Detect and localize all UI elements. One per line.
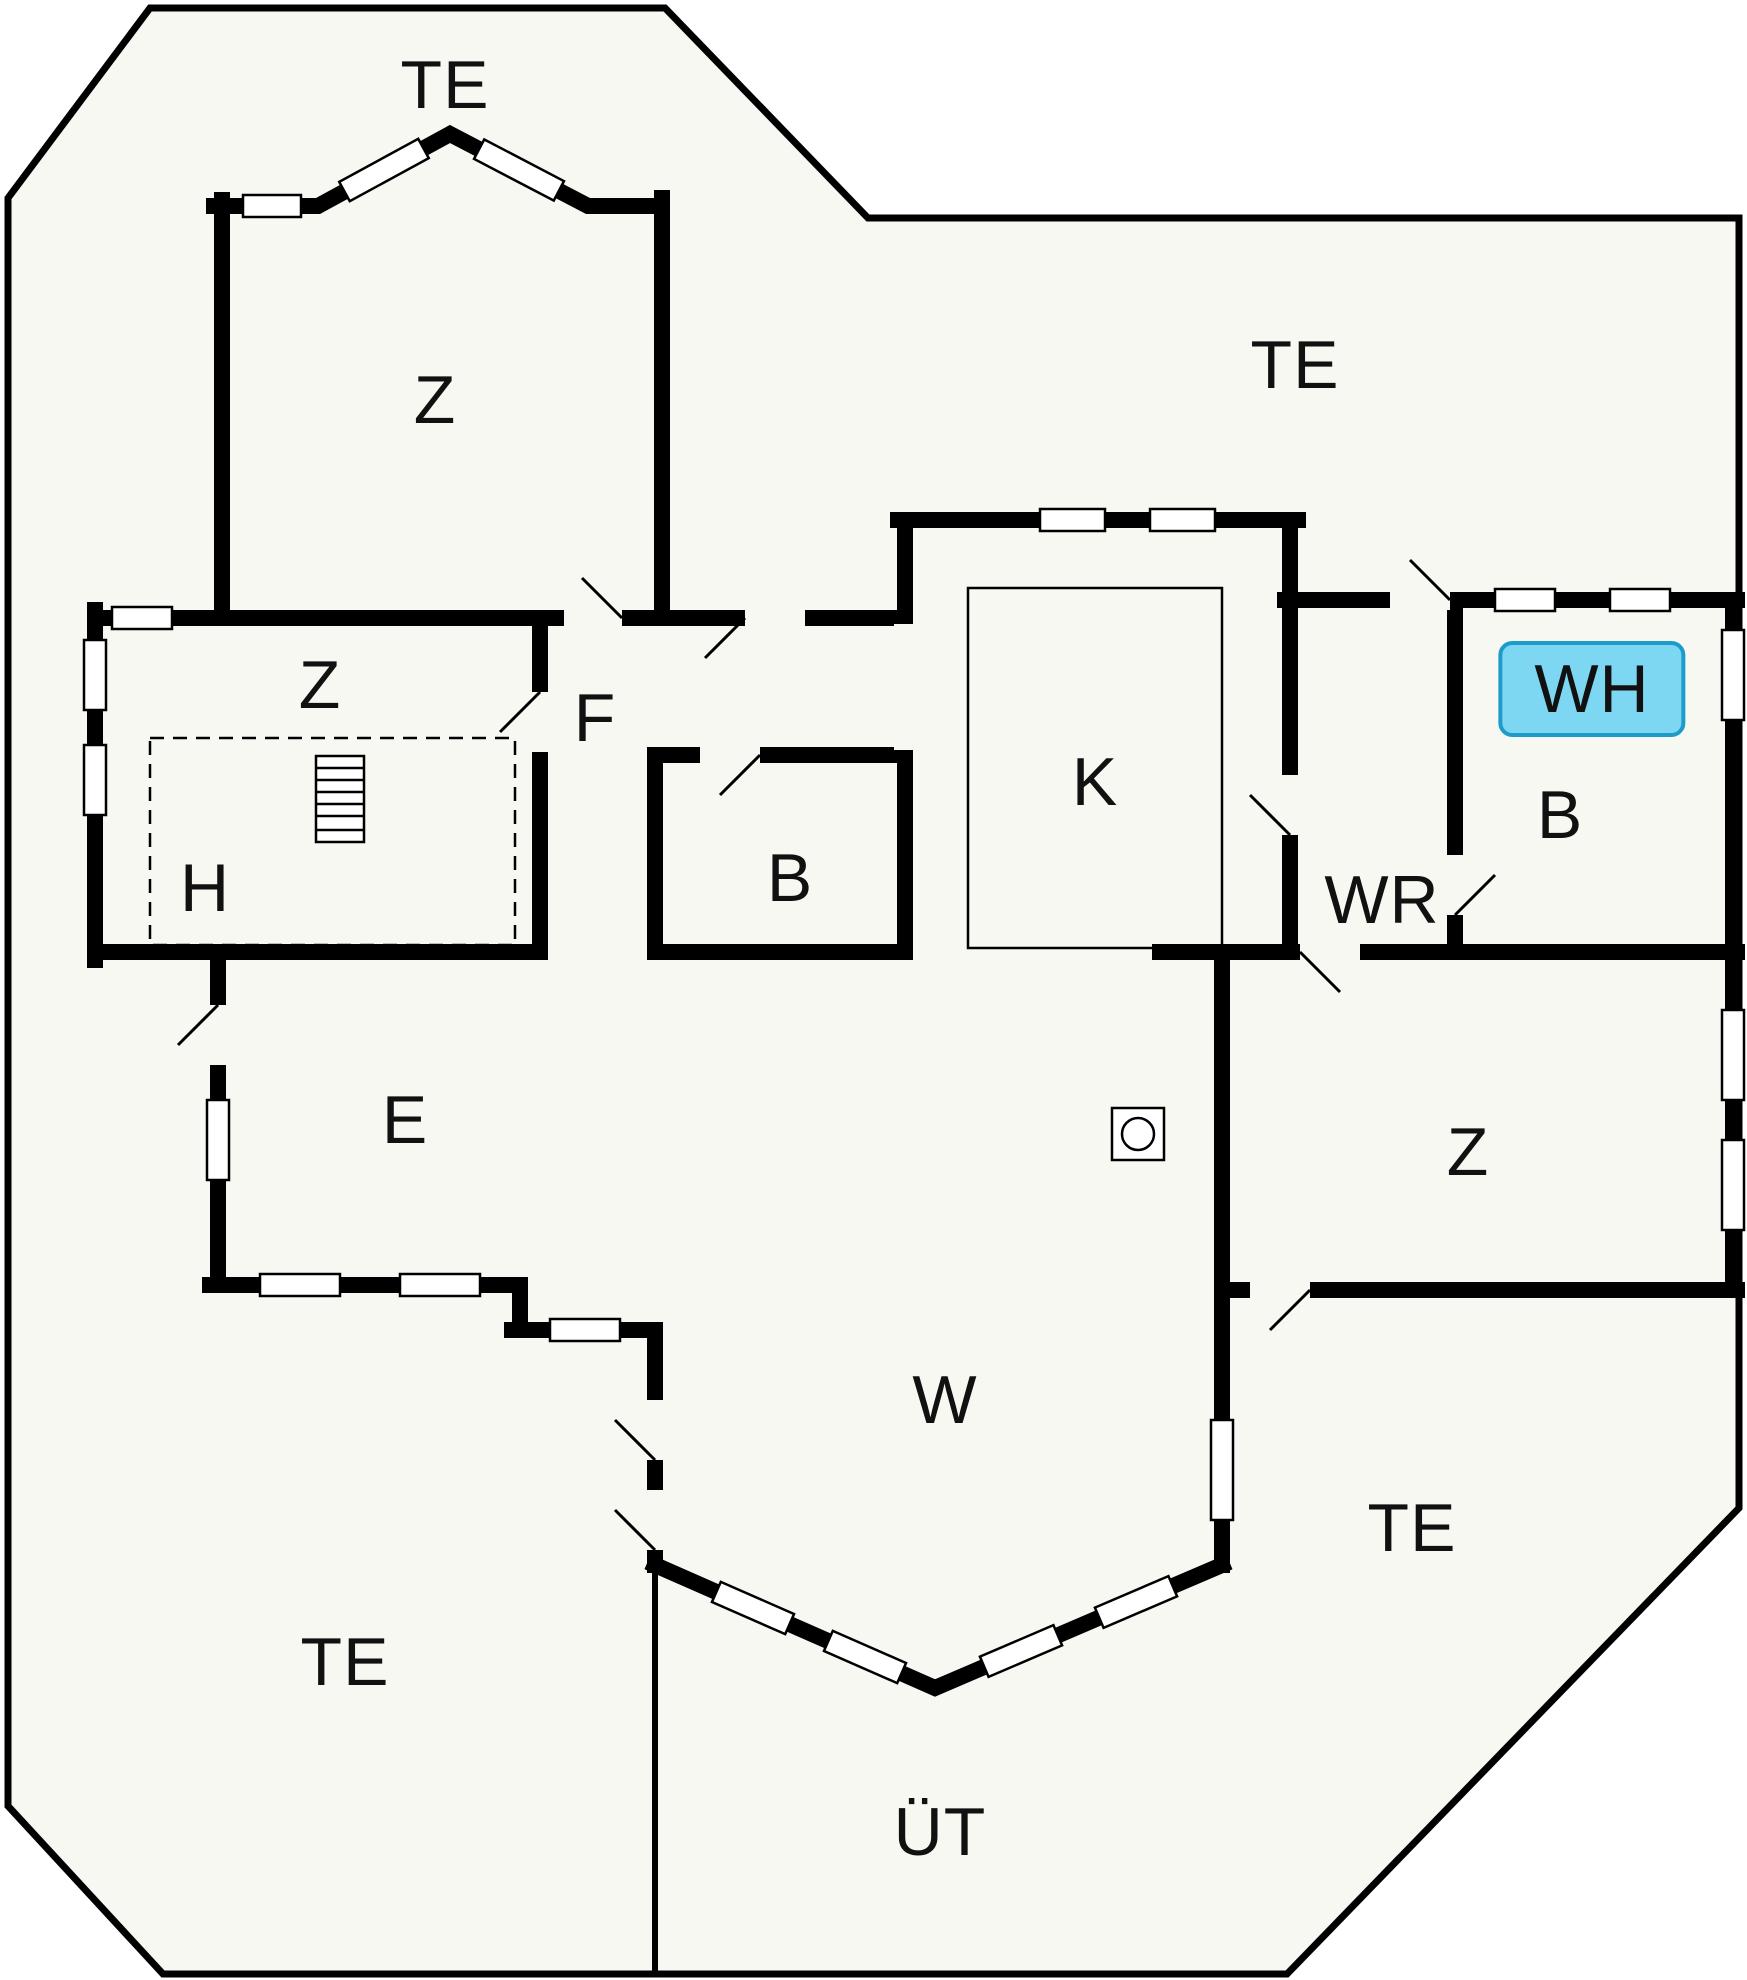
room-label-terrace-top-right: TE [1250,327,1340,403]
kitchen-ceiling-outline [966,586,1224,950]
room-label-kitchen: K [1071,744,1119,820]
room-label-living-room: W [912,1362,978,1438]
door-leaves [176,558,1497,1552]
room-label-bedroom-right: Z [1446,1114,1490,1190]
room-label-bedroom-top-left: Z [413,362,457,438]
room-label-terrace-bottom-left: TE [300,1624,390,1700]
plot-boundary [4,4,1743,1978]
room-label-water-heater[interactable]: WH [1498,641,1686,737]
room-label-terrace-right: TE [1367,1490,1457,1566]
room-label-bedroom-mid-left: Z [298,647,342,723]
room-label-covered-terrace: ÜT [893,1794,987,1870]
staircase [314,754,366,844]
room-label-entry: E [381,1082,429,1158]
loft-outline-dashed [148,736,517,947]
windows [82,137,1746,1685]
room-label-bathroom-right: B [1536,777,1584,853]
wall-openings [208,590,1465,1550]
room-label-utility-room: WR [1324,862,1440,938]
room-label-terrace-top-left: TE [400,47,490,123]
stove-symbol [1110,1106,1166,1162]
room-label-hallway: F [573,680,617,756]
room-label-loft: H [179,850,231,926]
room-label-bathroom-left: B [766,840,814,916]
